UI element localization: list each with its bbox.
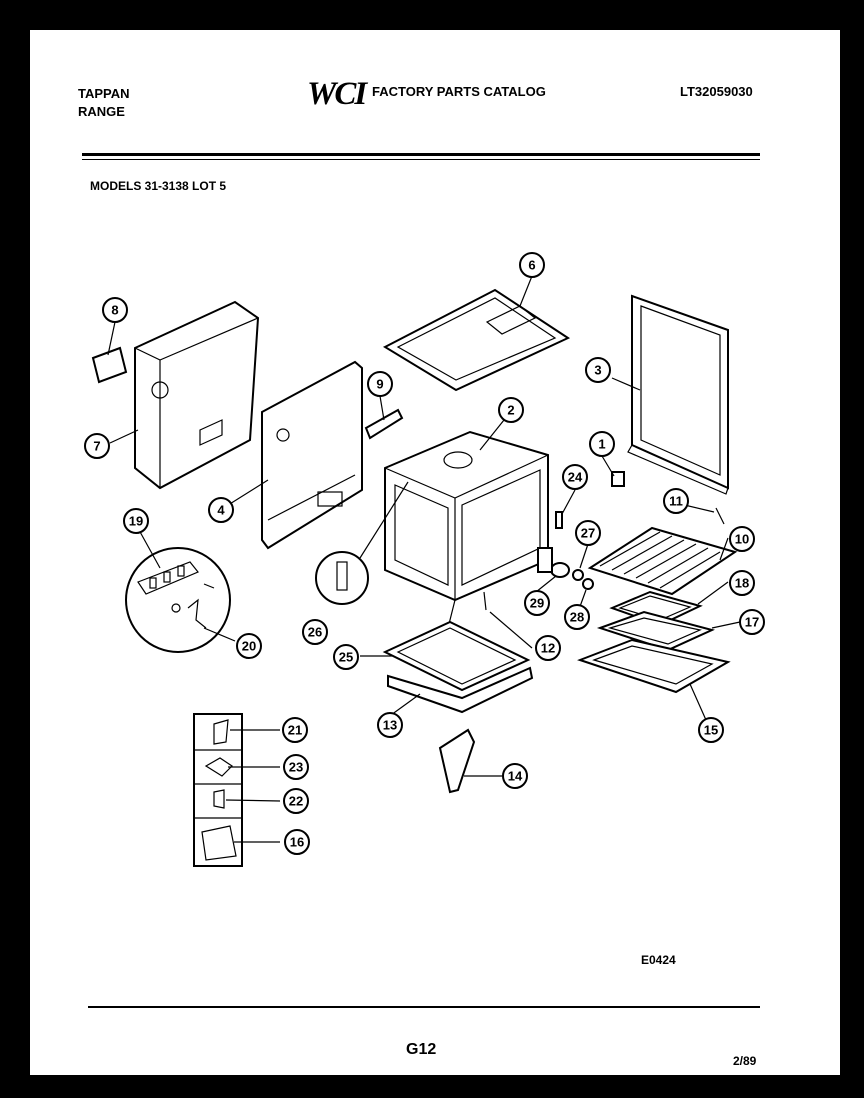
callout-22: 22 <box>283 788 309 814</box>
part-back-panel-6 <box>261 360 363 550</box>
svg-text:4: 4 <box>217 503 225 518</box>
callout-4: 6 <box>519 252 545 278</box>
brand-label: TAPPAN <box>78 86 130 101</box>
part-drip-tray-15 <box>577 638 731 694</box>
callout-6: 4 <box>208 497 234 523</box>
svg-text:19: 19 <box>129 514 143 529</box>
svg-text:12: 12 <box>541 641 555 656</box>
callout-labels: 6 8 3 9 2 7 1 24 11 4 19 27 10 18 29 28 … <box>84 252 765 855</box>
callout-3: 3 <box>585 357 611 383</box>
svg-text:9: 9 <box>376 377 383 392</box>
callout-23: 23 <box>283 754 309 780</box>
svg-text:16: 16 <box>290 835 304 850</box>
callout-10: 10 <box>729 526 755 552</box>
catalog-number: LT32059030 <box>680 84 753 99</box>
callout-21: 21 <box>282 717 308 743</box>
svg-text:7: 7 <box>93 439 100 454</box>
header-rule-thin <box>82 159 760 160</box>
footer-rule <box>88 1006 760 1008</box>
callout-9: 9 <box>367 371 393 397</box>
callout-24: 24 <box>562 464 588 490</box>
callout-13: 13 <box>377 712 403 738</box>
part-bracket-9 <box>364 408 404 440</box>
part-broiler-pan-17 <box>596 610 715 652</box>
models-line: MODELS 31-3138 LOT 5 <box>90 179 227 193</box>
svg-text:21: 21 <box>288 723 302 738</box>
part-tag-8 <box>91 346 128 384</box>
callout-15: 15 <box>698 717 724 743</box>
callout-14: 14 <box>502 763 528 789</box>
callout-1: 1 <box>589 431 615 457</box>
part-hinge-14 <box>438 728 476 794</box>
revision-date: 2/89 <box>733 1054 757 1068</box>
callout-27: 27 <box>575 520 601 546</box>
callout-11: 11 <box>663 488 689 514</box>
callout-19: 19 <box>123 508 149 534</box>
figure-code: E0424 <box>641 953 676 967</box>
svg-text:17: 17 <box>745 615 759 630</box>
svg-text:22: 22 <box>289 794 303 809</box>
svg-text:29: 29 <box>530 596 544 611</box>
part-small-pieces <box>483 471 725 611</box>
part-detail-19-20 <box>125 547 231 653</box>
svg-text:26: 26 <box>308 625 322 640</box>
svg-text:11: 11 <box>669 494 683 509</box>
parts-box <box>193 713 243 867</box>
svg-text:18: 18 <box>735 576 749 591</box>
svg-text:2: 2 <box>507 403 514 418</box>
part-top-panel-4 <box>382 288 571 392</box>
callout-16: 16 <box>284 829 310 855</box>
part-detail-26 <box>315 481 409 605</box>
leader-lines <box>107 275 741 843</box>
svg-text:25: 25 <box>339 650 353 665</box>
callout-20: 20 <box>236 633 262 659</box>
part-bottom-panel-25 <box>382 620 531 692</box>
svg-text:6: 6 <box>528 258 535 273</box>
callout-18: 18 <box>729 570 755 596</box>
svg-text:3: 3 <box>594 363 601 378</box>
callout-26: 26 <box>302 619 328 645</box>
svg-text:27: 27 <box>581 526 595 541</box>
part-door-frame-3 <box>627 294 729 495</box>
svg-text:28: 28 <box>570 610 584 625</box>
svg-text:13: 13 <box>383 718 397 733</box>
svg-text:14: 14 <box>508 769 523 784</box>
svg-text:15: 15 <box>704 723 718 738</box>
callout-2: 2 <box>498 397 524 423</box>
wci-logo: WCI <box>307 76 367 112</box>
callout-29: 29 <box>524 590 550 616</box>
svg-text:10: 10 <box>735 532 749 547</box>
page-number: G12 <box>406 1041 437 1058</box>
svg-text:24: 24 <box>568 470 583 485</box>
svg-text:20: 20 <box>242 639 256 654</box>
part-oven-rack-10 <box>587 526 738 596</box>
product-label: RANGE <box>78 104 125 119</box>
part-valve-assembly <box>537 547 594 590</box>
part-side-panel-7 <box>134 300 260 490</box>
callout-28: 28 <box>564 604 590 630</box>
callout-8: 8 <box>102 297 128 323</box>
header-rule <box>82 153 760 156</box>
svg-text:1: 1 <box>598 437 605 452</box>
callout-25: 25 <box>333 644 359 670</box>
part-oven-body-2 <box>384 430 549 633</box>
callout-17: 17 <box>739 609 765 635</box>
callout-7: 7 <box>84 433 110 459</box>
svg-text:8: 8 <box>111 303 118 318</box>
part-bottom-frame-13 <box>387 666 534 714</box>
catalog-title: FACTORY PARTS CATALOG <box>372 84 546 99</box>
svg-text:23: 23 <box>289 760 303 775</box>
callout-12: 12 <box>535 635 561 661</box>
